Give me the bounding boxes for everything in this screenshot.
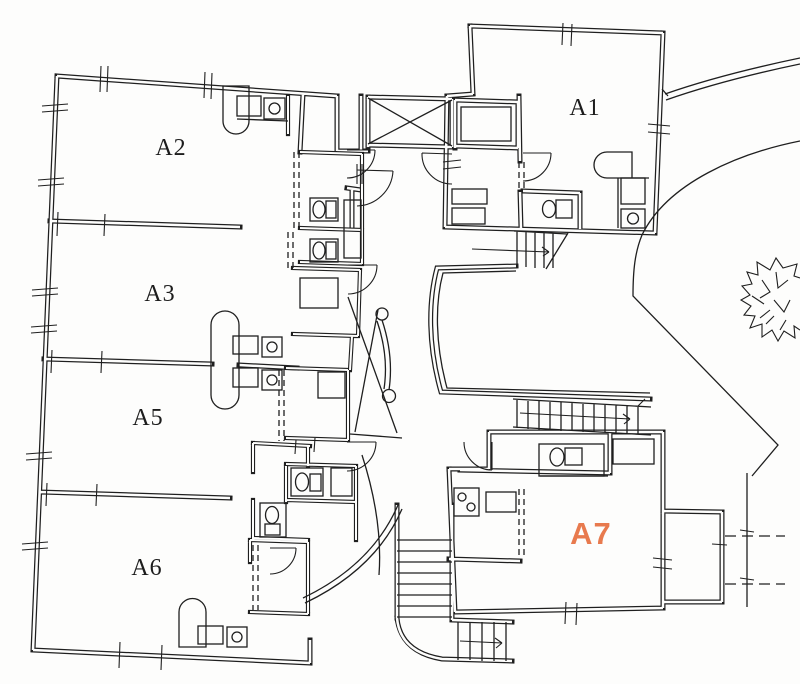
washing-machine-icon xyxy=(263,97,286,120)
stairs-entry xyxy=(471,230,569,270)
washing-machine-icon xyxy=(261,369,283,391)
tree-icon xyxy=(739,256,800,343)
sink-icon xyxy=(232,335,259,355)
unit-label-a1: A1 xyxy=(569,95,600,121)
unit-label-a2: A2 xyxy=(155,135,186,161)
site-boundary xyxy=(632,140,800,607)
door-arc-icon xyxy=(421,152,453,185)
stairs-long-run xyxy=(512,398,652,436)
door-arc-icon xyxy=(347,264,378,295)
unit-label-a3: A3 xyxy=(144,281,175,307)
toilet-icon xyxy=(549,447,583,467)
toilet-icon xyxy=(541,199,573,219)
toilet-icon xyxy=(259,502,287,538)
closet-icon xyxy=(210,310,240,410)
washing-machine-icon xyxy=(620,208,646,229)
bay-window xyxy=(347,296,403,439)
door-arc-icon xyxy=(269,547,297,575)
washing-machine-icon xyxy=(226,626,248,648)
unit-labels: A1 A2 A3 A5 A6 A7 xyxy=(131,95,612,581)
toilet-icon xyxy=(309,197,339,222)
stove-icon xyxy=(453,487,480,517)
sink-icon xyxy=(485,491,517,513)
closet-icon xyxy=(593,151,649,228)
partition-lines xyxy=(236,106,655,497)
unit-label-a7-highlighted: A7 xyxy=(570,516,612,551)
stairs-curved xyxy=(397,539,507,661)
site-features xyxy=(302,57,800,607)
sink-icon xyxy=(232,367,259,388)
door-arc-icon xyxy=(522,152,552,182)
door-arc-icon xyxy=(356,169,394,207)
elevator-shaft-icon xyxy=(367,97,453,147)
unit-label-a5: A5 xyxy=(132,405,163,431)
door-arc-icon xyxy=(346,441,377,472)
core-walls xyxy=(250,96,362,614)
unit-label-a6: A6 xyxy=(131,555,162,581)
washing-machine-icon xyxy=(261,336,283,358)
sink-icon xyxy=(620,177,646,205)
closet-icon xyxy=(222,85,250,135)
curved-railing xyxy=(302,454,403,604)
door-arc-icon xyxy=(463,441,493,471)
sink-icon xyxy=(197,625,224,645)
door-arc-icon xyxy=(346,149,376,179)
window-ticks xyxy=(21,22,755,671)
column-icon xyxy=(381,388,397,404)
closet-icon xyxy=(178,597,207,648)
toilet-icon xyxy=(290,467,324,497)
door-arcs xyxy=(269,149,552,575)
toilet-icon xyxy=(309,238,339,263)
canopy-curve xyxy=(661,57,800,101)
fixtures xyxy=(178,85,649,648)
column-icon xyxy=(375,307,389,321)
door-openings-dashed xyxy=(252,152,785,610)
